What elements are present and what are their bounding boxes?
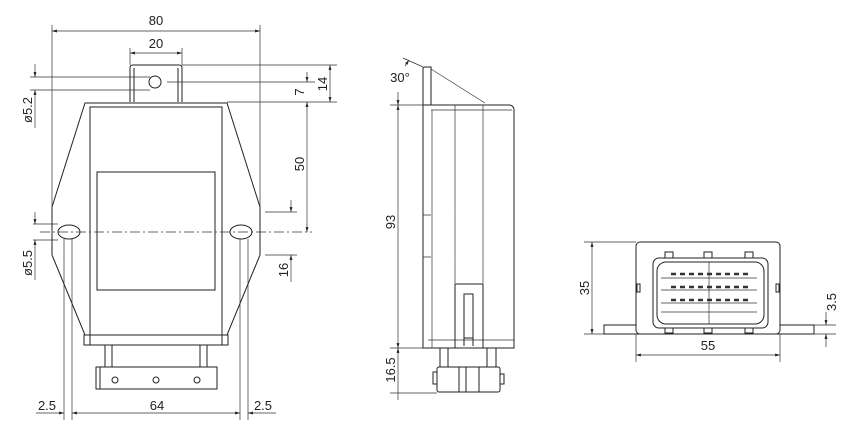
side-extension-lines [390,57,437,394]
connector-hole [152,376,160,384]
mounting-hole [148,75,162,89]
connector-view: 35 55 3.5 [577,241,839,362]
label-50: 50 [292,157,307,171]
housing-base [83,334,229,346]
label-55: 55 [701,338,715,353]
side-body-details [423,105,514,348]
label-7: 7 [292,88,307,95]
side-connector [436,366,501,393]
label-14: 14 [315,77,330,91]
connector-hole [111,376,119,384]
label-64: 64 [150,398,164,413]
mounting-tab [129,64,183,102]
label-window [96,171,216,291]
housing-body [89,106,223,346]
housing-outline [51,102,261,336]
label-2-5-left: 2.5 [38,398,56,413]
side-tab [422,66,432,348]
label-16: 16 [276,263,291,277]
label-2-5-right: 2.5 [254,398,272,413]
extension-lines [30,25,337,420]
label-16-5: 16.5 [383,357,398,382]
label-20: 20 [149,36,163,51]
label-30-deg: 30° [390,70,410,85]
pin-rows [671,272,748,302]
label-80: 80 [149,13,163,28]
label-hole-diameter: ø5.2 [20,97,35,123]
side-slot [454,283,484,348]
connector-divider-lines [661,262,757,324]
side-body [422,104,515,349]
angle-line [430,68,486,104]
connector-inner [656,261,765,325]
side-connector-details [432,367,505,392]
label-35: 35 [577,281,592,295]
connector-latches [636,251,780,334]
front-view: 80 20 14 7 50 16 ø5.2 ø5.5 2.5 64 2.5 [20,13,337,420]
label-3-5: 3.5 [824,293,839,311]
connector-extension-lines [584,241,836,362]
connector-block [95,366,218,390]
connector-post [199,344,208,368]
connector-post [104,344,113,368]
side-connector-posts [439,348,497,367]
connector-hole [193,376,201,384]
side-view: 30° 93 16.5 [383,57,515,400]
dim-30-deg-upper [404,59,410,67]
label-93: 93 [383,215,398,229]
label-slot-diameter: ø5.5 [20,250,35,276]
